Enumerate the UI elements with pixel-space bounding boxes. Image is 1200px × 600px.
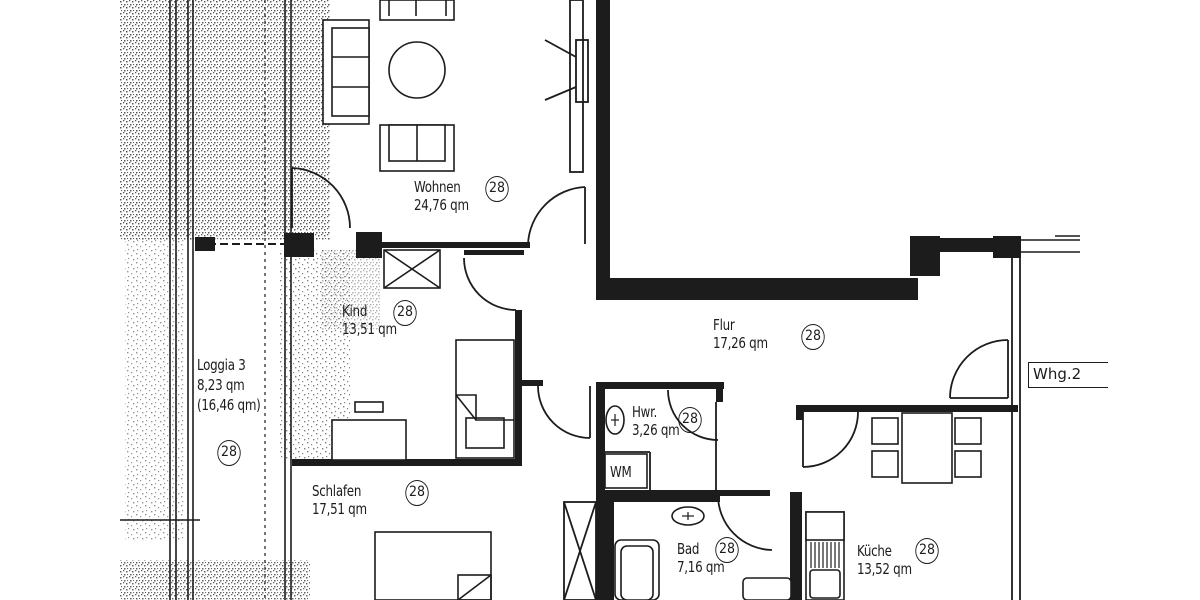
- room-area: 13,52 qm: [857, 560, 912, 578]
- faucet-marks: [611, 414, 694, 520]
- room-area: 7,16 qm: [677, 558, 725, 576]
- room-name: Küche: [857, 542, 892, 560]
- neighbor-wall: [1020, 235, 1080, 253]
- unit-badge-hwr: 28: [678, 407, 702, 433]
- room-area: 3,26 qm: [632, 421, 680, 439]
- room-name: Bad: [677, 540, 700, 558]
- room-label-hwr: Hwr. 3,26 qm: [632, 403, 680, 439]
- loggia-hatching: [120, 0, 380, 600]
- apartment-ref-label: Whg.2: [1028, 362, 1108, 388]
- furniture: [322, 0, 982, 600]
- room-label-schlafen: Schlafen 17,51 qm: [312, 482, 367, 518]
- room-area: 13,51 qm: [342, 320, 397, 338]
- room-label-kind: Kind 13,51 qm: [342, 302, 397, 338]
- unit-badge-bad: 28: [715, 537, 739, 563]
- unit-badge-schlafen: 28: [405, 480, 429, 506]
- room-name: Schlafen: [312, 482, 362, 500]
- room-label-bad: Bad 7,16 qm: [677, 540, 725, 576]
- room-name: Wohnen: [414, 178, 461, 196]
- unit-badge-kueche: 28: [915, 538, 939, 564]
- room-label-loggia: Loggia 3 8,23 qm (16,46 qm): [197, 355, 261, 415]
- wm-label: WM: [610, 463, 632, 481]
- room-area: 17,26 qm: [713, 334, 768, 352]
- room-name: Flur: [713, 316, 735, 334]
- stove-stripes: [810, 542, 840, 568]
- room-name: Kind: [342, 302, 368, 320]
- unit-badge-wohnen: 28: [485, 176, 509, 202]
- thin-walls: [291, 0, 1021, 600]
- walls: [195, 0, 1021, 600]
- room-label-wohnen: Wohnen 24,76 qm: [414, 178, 469, 214]
- room-area-note: (16,46 qm): [197, 396, 261, 414]
- room-area: 8,23 qm: [197, 376, 245, 394]
- room-area: 17,51 qm: [312, 500, 367, 518]
- room-name: Hwr.: [632, 403, 658, 421]
- unit-badge-loggia: 28: [217, 440, 241, 466]
- room-name: Loggia 3: [197, 356, 246, 374]
- loggia-railings: [120, 0, 292, 600]
- washing-machine-box: [604, 453, 648, 489]
- room-label-flur: Flur 17,26 qm: [713, 316, 768, 352]
- unit-badge-flur: 28: [801, 324, 825, 350]
- room-label-kueche: Küche 13,52 qm: [857, 542, 912, 578]
- unit-badge-kind: 28: [393, 300, 417, 326]
- room-area: 24,76 qm: [414, 196, 469, 214]
